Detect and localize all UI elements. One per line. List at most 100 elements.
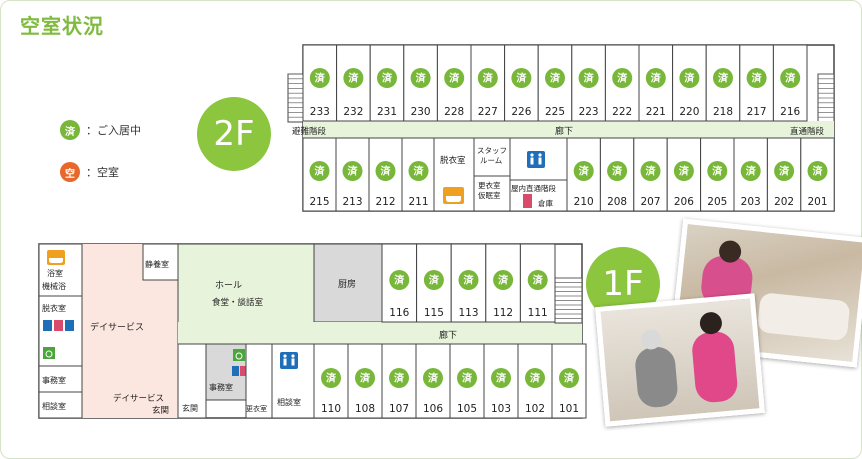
bathtub-icon xyxy=(443,187,464,204)
indoor-stairs-shape xyxy=(509,179,568,212)
room-status: 済 xyxy=(394,274,405,287)
office-2-label: 事務室 xyxy=(209,382,233,392)
room-106: 済 106 xyxy=(415,343,451,419)
status-mark-icon xyxy=(309,161,330,181)
room-112: 済 112 xyxy=(485,243,521,323)
room-number: 115 xyxy=(424,307,444,319)
status-mark-icon xyxy=(423,368,443,388)
floor-2-stair-lines xyxy=(288,73,834,118)
legend-vacant-label: ：空室 xyxy=(86,166,119,179)
room-status: 済 xyxy=(414,165,425,178)
room-number: 216 xyxy=(780,106,800,118)
floor-1-stair-lines xyxy=(555,277,582,319)
room-status: 済 xyxy=(428,372,439,385)
room-status: 済 xyxy=(579,165,590,178)
floor-1-corridor-shape xyxy=(178,322,582,344)
status-mark-icon xyxy=(511,68,532,88)
room-status: 済 xyxy=(584,72,595,85)
room-status: 済 xyxy=(712,165,723,178)
changing-room-1f-label: 脱衣室 xyxy=(42,303,66,313)
room-status: 済 xyxy=(813,165,824,178)
room-status: 済 xyxy=(530,372,541,385)
room-status: 済 xyxy=(315,72,326,85)
room-number: 233 xyxy=(310,106,330,118)
room-status: 済 xyxy=(496,372,507,385)
room-status: 済 xyxy=(746,165,757,178)
quiet-room-label: 静養室 xyxy=(145,259,169,269)
dining-label: 食堂・談話室 xyxy=(212,297,264,308)
changing-room-1f-2-shape xyxy=(245,343,273,419)
room-number: 231 xyxy=(377,106,397,118)
changing-room-2f-label: 脱衣室 xyxy=(440,155,466,166)
room-status: 済 xyxy=(348,165,359,178)
room-number: 112 xyxy=(493,307,513,319)
status-mark-icon xyxy=(559,368,579,388)
status-mark-icon xyxy=(477,68,498,88)
floor-1-corridor-label: 廊下 xyxy=(439,329,457,341)
bathtub-icon xyxy=(47,250,65,265)
status-mark-icon xyxy=(342,161,363,181)
room-status: 済 xyxy=(326,372,337,385)
room-status: 済 xyxy=(679,165,690,178)
status-mark-icon xyxy=(408,161,429,181)
floor-2-corridor-shape xyxy=(303,121,834,138)
room-number: 111 xyxy=(528,307,548,319)
room-status: 済 xyxy=(394,372,405,385)
room-number: 212 xyxy=(375,196,395,208)
status-mark-icon xyxy=(491,368,511,388)
room-status: 済 xyxy=(498,274,509,287)
room-number: 222 xyxy=(612,106,632,118)
floor-2-badge: 2F xyxy=(197,97,271,171)
status-mark-icon xyxy=(458,270,479,290)
room-status: 済 xyxy=(348,72,359,85)
status-mark-icon xyxy=(707,161,728,181)
consult-room-1f-label: 相談室 xyxy=(42,401,66,411)
room-211: 済 211 xyxy=(401,137,436,212)
room-number: 106 xyxy=(423,403,443,415)
floor-2-bottom-rooms: 済215済213済212済211済210済208済207済206済205済203… xyxy=(302,137,835,212)
kitchen-label: 厨房 xyxy=(338,278,356,290)
storage-label: 倉庫 xyxy=(538,198,553,208)
room-status: 済 xyxy=(718,72,729,85)
vacant-mark-icon: 空 xyxy=(60,162,80,182)
room-status: 済 xyxy=(360,372,371,385)
consult-room-1f-2-shape xyxy=(271,343,315,419)
occupied-mark-icon: 済 xyxy=(60,120,80,140)
status-mark-icon xyxy=(457,368,477,388)
room-number: 211 xyxy=(408,196,428,208)
legend-occupied-label: ：ご入居中 xyxy=(86,124,141,137)
wheelchair-icon xyxy=(233,349,245,361)
status-mark-icon xyxy=(423,270,444,290)
toilet-icon xyxy=(232,366,247,376)
status-mark-icon xyxy=(607,161,628,181)
room-number: 221 xyxy=(646,106,666,118)
room-number: 228 xyxy=(444,106,464,118)
room-number: 103 xyxy=(491,403,511,415)
room-number: 207 xyxy=(640,196,660,208)
photo-care xyxy=(595,293,765,427)
status-mark-icon xyxy=(640,161,661,181)
room-number: 116 xyxy=(389,307,409,319)
changing-room-2-label: 更衣室 xyxy=(478,180,501,190)
room-number: 218 xyxy=(713,106,733,118)
